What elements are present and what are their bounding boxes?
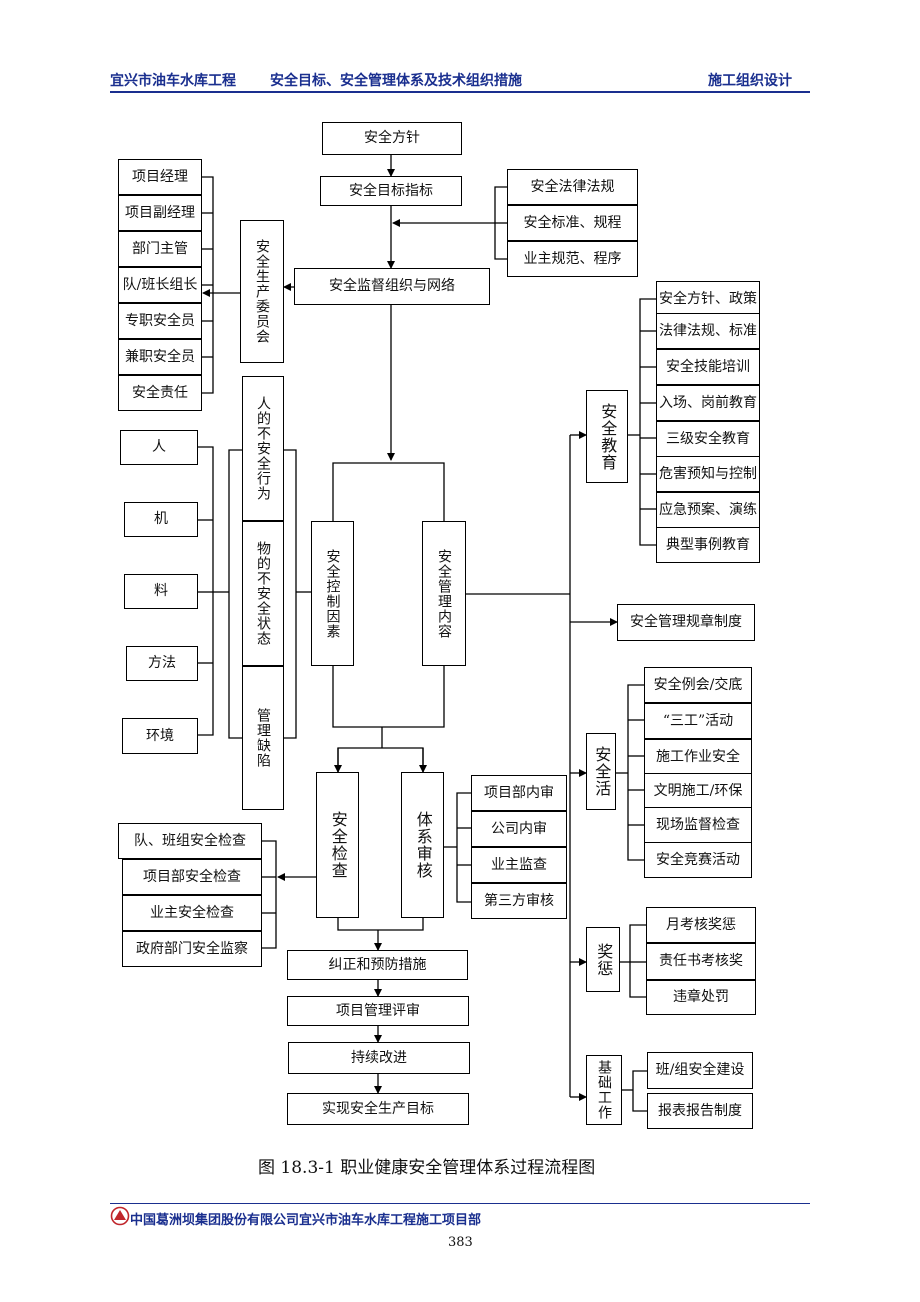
box-safety-target: 安全目标指标 — [320, 176, 462, 206]
box-edu-2: 安全技能培训 — [656, 349, 760, 385]
box-safety-activity: 安全活 — [586, 733, 616, 810]
box-act-2: 施工作业安全 — [644, 739, 752, 775]
box-inspect-3: 政府部门安全监察 — [122, 931, 262, 967]
box-audit-0: 项目部内审 — [471, 775, 567, 811]
box-act-5: 安全竞赛活动 — [644, 842, 752, 878]
box-safety-control-factors: 安全控制因素 — [311, 521, 354, 666]
box-factor-4: 环境 — [122, 718, 198, 754]
box-factor-0: 人 — [120, 430, 198, 465]
box-reward-2: 违章处罚 — [646, 980, 756, 1015]
box-audit-1: 公司内审 — [471, 811, 567, 847]
box-role-5: 兼职安全员 — [118, 339, 202, 375]
box-edu-5: 危害预知与控制 — [656, 456, 760, 492]
box-inspect-1: 项目部安全检查 — [122, 859, 262, 895]
box-corrective-action: 纠正和预防措施 — [287, 950, 468, 980]
company-logo — [110, 1206, 130, 1226]
box-continuous-improvement: 持续改进 — [288, 1042, 470, 1074]
page-number: 383 — [448, 1235, 473, 1250]
box-basic-1: 报表报告制度 — [647, 1093, 753, 1129]
box-law-1: 安全标准、规程 — [507, 205, 638, 241]
box-basic-work: 基础工作 — [586, 1055, 622, 1125]
box-role-3: 队/班长组长 — [118, 267, 202, 303]
box-inspect-2: 业主安全检查 — [122, 895, 262, 931]
footer-company: 中国葛洲坝集团股份有限公司宜兴市油车水库工程施工项目部 — [130, 1213, 482, 1228]
box-audit-3: 第三方审核 — [471, 883, 567, 919]
box-edu-3: 入场、岗前教育 — [656, 385, 760, 421]
header-section: 安全目标、安全管理体系及技术组织措施 — [270, 73, 522, 89]
box-system-audit: 体系审核 — [401, 772, 444, 918]
box-act-0: 安全例会/交底 — [644, 667, 752, 703]
box-safety-education: 安全教育 — [586, 390, 628, 483]
box-act-4: 现场监督检查 — [644, 807, 752, 843]
box-act-1: “三工”活动 — [644, 703, 752, 739]
box-factor-3: 方法 — [126, 646, 198, 681]
box-reward-1: 责任书考核奖 — [646, 943, 756, 980]
box-management-review: 项目管理评审 — [287, 996, 469, 1026]
box-safety-inspection: 安全检查 — [316, 772, 359, 918]
box-audit-2: 业主监查 — [471, 847, 567, 883]
box-supervision-network: 安全监督组织与网络 — [294, 268, 490, 305]
figure-caption: 图 18.3-1 职业健康安全管理体系过程流程图 — [258, 1158, 596, 1178]
header-doc: 施工组织设计 — [708, 73, 792, 89]
box-edu-1: 法律法规、标准 — [656, 313, 760, 349]
box-role-0: 项目经理 — [118, 159, 202, 195]
box-unsafe-condition: 物的不安全状态 — [242, 521, 284, 666]
box-management-defect: 管理缺陷 — [242, 666, 284, 810]
box-edu-0: 安全方针、政策 — [656, 281, 760, 317]
box-law-0: 安全法律法规 — [507, 169, 638, 205]
box-role-4: 专职安全员 — [118, 303, 202, 339]
box-act-3: 文明施工/环保 — [644, 773, 752, 809]
box-role-6: 安全责任 — [118, 375, 202, 411]
box-edu-7: 典型事例教育 — [656, 527, 760, 563]
footer-rule — [110, 1203, 810, 1204]
header-rule — [110, 91, 810, 93]
box-factor-2: 料 — [124, 574, 198, 609]
box-safety-policy: 安全方针 — [322, 122, 462, 155]
box-role-2: 部门主管 — [118, 231, 202, 267]
box-edu-6: 应急预案、演练 — [656, 492, 760, 528]
box-basic-0: 班/组安全建设 — [647, 1052, 753, 1089]
box-law-2: 业主规范、程序 — [507, 241, 638, 277]
box-achieve-target: 实现安全生产目标 — [287, 1093, 469, 1125]
box-reward-punishment: 奖惩 — [586, 927, 620, 992]
box-edu-4: 三级安全教育 — [656, 421, 760, 457]
box-inspect-0: 队、班组安全检查 — [118, 823, 262, 859]
box-unsafe-behavior: 人的不安全行为 — [242, 376, 284, 521]
box-safety-rules: 安全管理规章制度 — [617, 604, 755, 641]
box-factor-1: 机 — [124, 502, 198, 537]
box-reward-0: 月考核奖惩 — [646, 907, 756, 943]
box-safety-committee: 安全生产委员会 — [240, 220, 284, 363]
box-safety-management-content: 安全管理内容 — [422, 521, 466, 666]
box-role-1: 项目副经理 — [118, 195, 202, 231]
header-project: 宜兴市油车水库工程 — [110, 73, 236, 89]
